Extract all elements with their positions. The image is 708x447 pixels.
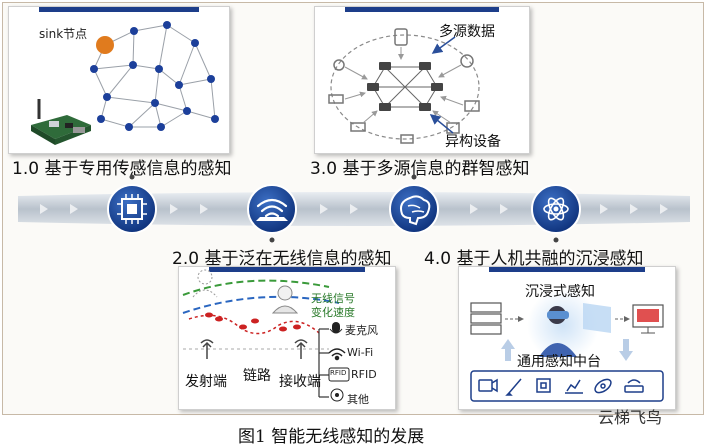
vr-user-figure bbox=[539, 306, 577, 357]
other-source-icon bbox=[330, 388, 344, 402]
transmitter-label: 发射端 bbox=[185, 374, 227, 390]
multi-source-diagram bbox=[328, 28, 480, 144]
panel-stage-4: 沉浸式感知 通用感知中台 bbox=[458, 266, 676, 410]
panel-stage-3: 多源数据 异构设备 bbox=[314, 6, 530, 154]
rfid-label: RFID bbox=[351, 368, 377, 381]
link-label: 链路 bbox=[243, 368, 271, 384]
immersive-sensing-label: 沉浸式感知 bbox=[525, 284, 595, 300]
multi-source-data-label: 多源数据 bbox=[439, 24, 495, 40]
atom-icon bbox=[531, 184, 581, 234]
panel-stage-2: 无线信号 变化速度 发射端 链路 接收端 麦克风 Wi-Fi RFID RFID… bbox=[178, 266, 396, 410]
orbit-icon bbox=[594, 378, 612, 394]
wifi-label: Wi-Fi bbox=[347, 346, 374, 359]
panel-topbar bbox=[489, 267, 645, 272]
platform-label: 通用感知中台 bbox=[517, 354, 601, 370]
speed-label: 变化速度 bbox=[311, 306, 355, 319]
chip-icon bbox=[107, 184, 157, 234]
sink-node-label: sink节点 bbox=[39, 27, 88, 41]
rfid-tag-text: RFID bbox=[330, 369, 347, 377]
receiver-label: 接收端 bbox=[279, 374, 321, 390]
timeline-band bbox=[18, 174, 690, 243]
capability-bar bbox=[470, 370, 664, 402]
mic-label: 麦克风 bbox=[345, 324, 378, 337]
source-branches bbox=[318, 328, 329, 398]
signal-label: 无线信号 bbox=[311, 292, 355, 305]
mesh-devices bbox=[367, 62, 443, 111]
rfid-icon bbox=[328, 367, 350, 382]
circuit-icon bbox=[536, 378, 551, 393]
router-icon bbox=[624, 379, 644, 393]
sensor-network-diagram bbox=[31, 21, 219, 145]
stage-2-title: 2.0 基于泛在无线信息的感知 bbox=[172, 249, 392, 269]
stage-3-title: 3.0 基于多源信息的群智感知 bbox=[310, 159, 530, 179]
device-mesh bbox=[372, 66, 438, 108]
sink-node bbox=[96, 36, 114, 54]
panel-topbar bbox=[345, 7, 499, 12]
sensor-board-image bbox=[31, 99, 91, 145]
panel-stage-1: sink节点 bbox=[8, 6, 230, 154]
watermark: 云梯飞鸟 bbox=[598, 408, 663, 427]
panel-topbar bbox=[39, 7, 199, 12]
stage-4-title: 4.0 基于人机共融的沉浸感知 bbox=[424, 249, 644, 269]
monitor-icon bbox=[632, 304, 664, 334]
transmitter-antenna bbox=[200, 339, 214, 359]
up-arrow-icon bbox=[501, 339, 515, 361]
down-arrow-icon bbox=[619, 339, 633, 361]
receiver-antenna bbox=[294, 339, 308, 359]
camera-icon bbox=[478, 378, 498, 393]
wifi-source-icon bbox=[328, 348, 346, 361]
pen-icon bbox=[505, 378, 522, 396]
server-icon bbox=[470, 302, 502, 335]
stage-1-title: 1.0 基于专用传感信息的感知 bbox=[12, 159, 232, 179]
figure-caption: 图1 智能无线感知的发展 bbox=[238, 427, 425, 447]
wifi-icon bbox=[247, 184, 297, 234]
sensor-nodes bbox=[90, 21, 219, 131]
immersive-sensing-diagram bbox=[470, 289, 664, 402]
brain-icon bbox=[389, 184, 439, 234]
other-label: 其他 bbox=[347, 393, 369, 406]
microphone-icon bbox=[329, 322, 343, 334]
heterogeneous-devices-label: 异构设备 bbox=[445, 134, 501, 150]
wireless-sensing-diagram bbox=[182, 269, 350, 402]
chart-icon bbox=[565, 379, 583, 394]
panel-topbar bbox=[209, 267, 365, 272]
